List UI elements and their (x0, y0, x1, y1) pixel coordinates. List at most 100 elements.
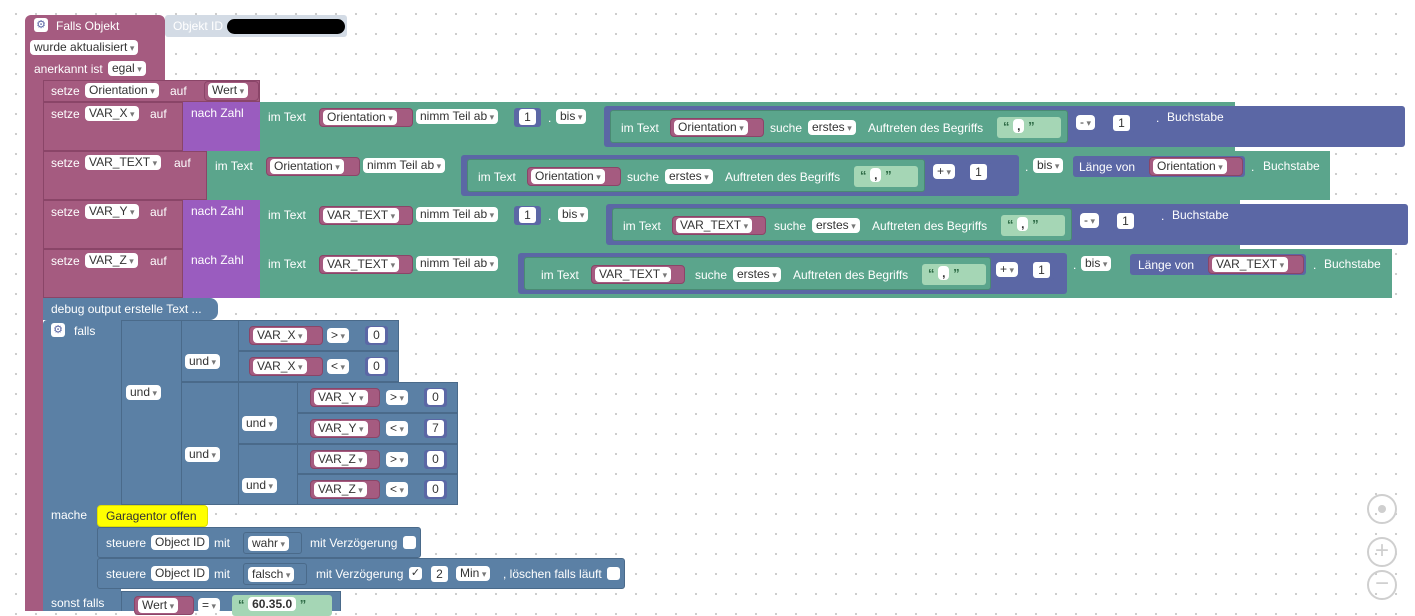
compare-block[interactable]: VAR_X > 0 (238, 320, 399, 351)
orientation-var-dropdown[interactable]: Orientation (85, 83, 159, 98)
wert-getter[interactable]: Wert (134, 596, 194, 615)
var-getter[interactable]: VAR_Y (310, 388, 380, 407)
number-value[interactable]: 0 (427, 451, 444, 467)
settings-gear-icon[interactable]: ⚙ (34, 18, 48, 32)
arithmetic-block[interactable]: im Text Orientation suche erstes Auftret… (604, 106, 1405, 147)
number-value[interactable]: 1 (519, 109, 536, 125)
number-value[interactable]: 7 (427, 420, 444, 436)
var-dropdown[interactable]: VAR_Z (314, 452, 367, 467)
operator-dropdown[interactable]: - (1080, 213, 1100, 228)
control-block-1[interactable]: steuere Object ID mit wahr mit Verzögeru… (97, 527, 421, 558)
nimm-teil-ab-dropdown[interactable]: nimm Teil ab (416, 109, 499, 124)
var-getter[interactable]: VAR_Y (310, 419, 380, 438)
text-literal[interactable]: “ , ” (997, 117, 1061, 138)
delimiter-field[interactable]: , (870, 168, 882, 182)
compare-block[interactable]: VAR_Z < 0 (297, 474, 458, 505)
set-var-y-block[interactable]: setze VAR_Y auf (43, 200, 183, 249)
compare-op-dropdown[interactable]: < (386, 482, 409, 497)
wert-dropdown[interactable]: Wert (138, 598, 179, 613)
number-value[interactable]: 1 (1113, 115, 1130, 131)
object-id-field[interactable]: Object ID (151, 566, 210, 581)
indexof-block[interactable]: im Text Orientation suche erstes Auftret… (610, 110, 1068, 143)
delay-checkbox[interactable] (403, 536, 416, 549)
zoom-in-icon[interactable]: + (1367, 537, 1397, 567)
var-dropdown[interactable]: VAR_X (253, 359, 307, 374)
operator-dropdown[interactable]: + (933, 164, 956, 179)
compare-op-dropdown[interactable]: > (386, 452, 409, 467)
substring-block[interactable]: im Text Orientation nimm Teil ab 1 . bis… (260, 102, 1405, 151)
orientation-dropdown[interactable]: Orientation (1153, 159, 1227, 174)
var-text-getter[interactable]: VAR_TEXT (591, 265, 685, 284)
wert-getter[interactable]: Wert (204, 81, 259, 101)
nimm-teil-ab-dropdown[interactable]: nimm Teil ab (363, 158, 446, 173)
if-gear-icon[interactable]: ⚙ (51, 323, 65, 337)
orientation-getter[interactable]: Orientation (266, 157, 360, 176)
number-block[interactable]: 0 (365, 357, 388, 376)
orientation-getter[interactable]: Orientation (1149, 157, 1243, 176)
and-block-x[interactable]: und (181, 320, 238, 382)
number-block[interactable]: 7 (424, 419, 447, 438)
object-id-field[interactable]: Object ID (151, 535, 210, 550)
to-number-block[interactable]: nach Zahl (183, 200, 260, 249)
and-block-yz[interactable]: und (181, 382, 238, 505)
number-block[interactable]: 0 (424, 388, 447, 407)
center-icon[interactable] (1367, 494, 1397, 524)
var-text-dropdown[interactable]: VAR_TEXT (323, 208, 400, 223)
value-dropdown[interactable]: wahr (248, 536, 290, 551)
indexof-block[interactable]: im Text VAR_TEXT suche erstes Auftreten … (524, 257, 991, 290)
text-literal-field[interactable]: 60.35.0 (248, 597, 297, 611)
number-value[interactable]: 1 (1117, 213, 1134, 229)
orientation-dropdown[interactable]: Orientation (323, 110, 397, 125)
var-getter[interactable]: VAR_X (249, 326, 323, 345)
compare-op-dropdown[interactable]: > (327, 328, 350, 343)
indexof-block[interactable]: im Text VAR_TEXT suche erstes Auftreten … (612, 208, 1072, 241)
substring-block[interactable]: im Text Orientation nimm Teil ab im Text… (207, 151, 1330, 200)
orientation-dropdown[interactable]: Orientation (270, 159, 344, 174)
bis-dropdown[interactable]: bis (1033, 158, 1064, 173)
control-block-2[interactable]: steuere Object ID mit falsch mit Verzöge… (97, 558, 625, 589)
substring-block[interactable]: im Text VAR_TEXT nimm Teil ab im Text VA… (260, 249, 1392, 298)
text-literal[interactable]: “ , ” (922, 264, 986, 285)
set-var-x-block[interactable]: setze VAR_X auf (43, 102, 183, 151)
zoom-out-icon[interactable]: − (1367, 570, 1397, 600)
number-value[interactable]: 1 (1033, 262, 1050, 278)
and-dropdown[interactable]: und (242, 478, 278, 493)
compare-block[interactable]: VAR_Y > 0 (297, 382, 458, 413)
value-dropdown-block[interactable]: falsch (243, 563, 307, 585)
number-value[interactable]: 0 (368, 358, 385, 374)
number-block[interactable]: 0 (365, 326, 388, 345)
var-text-dropdown[interactable]: VAR_TEXT (323, 257, 400, 272)
and-block-z[interactable]: und (238, 444, 297, 505)
set-orientation-block[interactable]: setze Orientation auf Wert (43, 80, 260, 102)
number-block[interactable]: 0 (424, 480, 447, 499)
delay-unit-dropdown[interactable]: Min (456, 566, 491, 581)
operator-dropdown[interactable]: - (1076, 115, 1096, 130)
elseif-compare-block[interactable]: Wert = “ 60.35.0 ” (121, 591, 341, 616)
number-block[interactable]: 1 (514, 108, 541, 127)
erstes-dropdown[interactable]: erstes (733, 267, 781, 282)
arithmetic-block[interactable]: im Text VAR_TEXT suche erstes Auftreten … (606, 204, 1408, 245)
text-literal[interactable]: “ , ” (1001, 215, 1065, 236)
comment-block[interactable]: Garagentor offen (97, 505, 208, 527)
delay-checkbox[interactable]: ✓ (409, 567, 422, 580)
value-dropdown[interactable]: falsch (248, 567, 295, 582)
number-block[interactable]: 1 (1029, 259, 1054, 281)
number-value[interactable]: 1 (519, 207, 536, 223)
orientation-getter[interactable]: Orientation (319, 108, 413, 127)
compare-op-dropdown[interactable]: = (198, 598, 221, 613)
debug-output-block[interactable]: debug output erstelle Text ... (43, 298, 218, 320)
number-value[interactable]: 0 (368, 327, 385, 343)
nimm-teil-ab-dropdown[interactable]: nimm Teil ab (416, 256, 499, 271)
var-y-dropdown[interactable]: VAR_Y (85, 204, 139, 219)
var-text-dropdown[interactable]: VAR_TEXT (595, 267, 672, 282)
var-text-getter[interactable]: VAR_TEXT (319, 206, 413, 225)
erstes-dropdown[interactable]: erstes (812, 218, 860, 233)
var-getter[interactable]: VAR_X (249, 357, 323, 376)
set-var-z-block[interactable]: setze VAR_Z auf (43, 249, 183, 298)
var-dropdown[interactable]: VAR_Y (314, 421, 368, 436)
erstes-dropdown[interactable]: erstes (808, 120, 856, 135)
number-block[interactable]: 1 (514, 206, 541, 225)
set-var-text-block[interactable]: setze VAR_TEXT auf (43, 151, 207, 200)
arithmetic-block[interactable]: im Text Orientation suche erstes Auftret… (461, 155, 1019, 196)
and-dropdown[interactable]: und (185, 354, 221, 369)
